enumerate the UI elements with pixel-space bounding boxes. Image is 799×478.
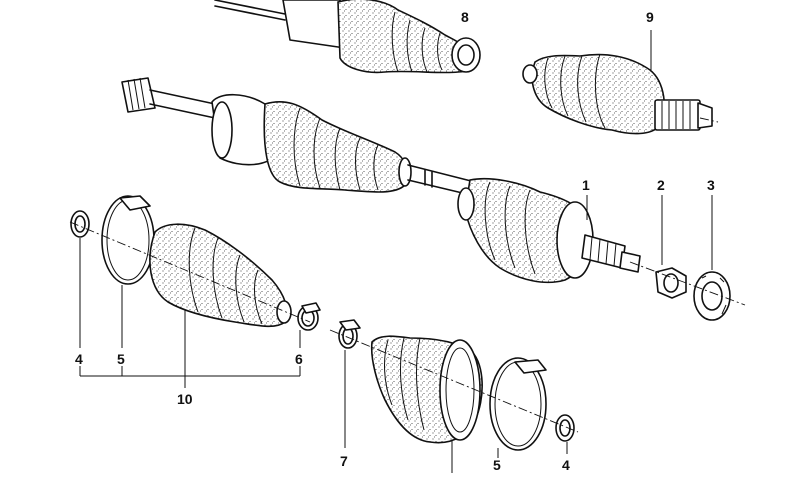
callout-4-left: 4 xyxy=(75,351,83,367)
callout-labels: 8 9 1 2 3 4 5 6 10 7 5 4 xyxy=(75,9,715,473)
callout-1: 1 xyxy=(582,177,590,193)
washer-part-3 xyxy=(693,195,731,321)
bracket-group-10 xyxy=(79,366,301,388)
callout-9: 9 xyxy=(646,9,654,25)
top-driveshaft-part-8 xyxy=(214,0,481,74)
main-driveshaft-part-1 xyxy=(121,77,641,284)
small-clamp-part-7 xyxy=(338,319,361,448)
hose-clamp-part-5-right xyxy=(489,357,547,458)
cv-boot-part-10 xyxy=(149,223,292,388)
circlip-part-4-left xyxy=(70,210,90,348)
cv-boot-part-9 xyxy=(522,30,713,135)
callout-3: 3 xyxy=(707,177,715,193)
centerlines xyxy=(69,117,746,433)
nut-part-2 xyxy=(655,195,687,299)
callout-2: 2 xyxy=(657,177,665,193)
callout-5-right: 5 xyxy=(493,457,501,473)
callout-7: 7 xyxy=(340,453,348,469)
callout-6: 6 xyxy=(295,351,303,367)
cv-boot-lower xyxy=(370,335,483,473)
callout-5-left: 5 xyxy=(117,351,125,367)
hose-clamp-part-5-left xyxy=(101,195,155,348)
circlip-part-4-right xyxy=(555,414,575,454)
callout-8: 8 xyxy=(461,9,469,25)
small-clamp-part-6 xyxy=(297,302,321,348)
callout-4-right: 4 xyxy=(562,457,570,473)
callout-10: 10 xyxy=(177,391,193,407)
